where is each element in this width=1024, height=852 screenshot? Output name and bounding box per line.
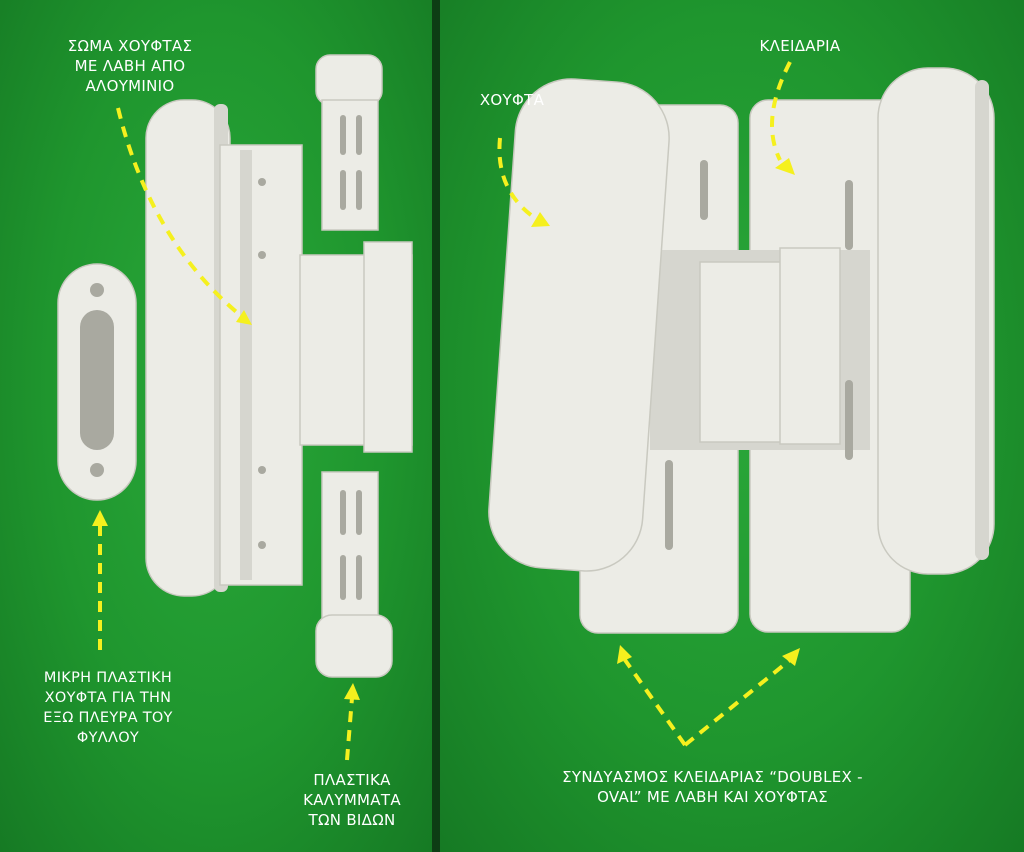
arrow-body — [116, 107, 242, 317]
label-line: ΧΟΥΦΤΑ ΓΙΑ ΤΗΝ — [44, 690, 172, 706]
small-plastic-grip — [57, 263, 137, 501]
label-lock: ΚΛΕΙΔΑΡΙΑ — [759, 37, 841, 55]
label-screw-covers: ΠΛΑΣΤΙΚΑ ΚΑΛΥΜΜΑΤΑ ΤΩΝ ΒΙΔΩΝ — [282, 770, 422, 830]
label-small-grip: ΜΙΚΡΗ ΠΛΑΣΤΙΚΗ ΧΟΥΦΤΑ ΓΙΑ ΤΗΝ ΕΞΩ ΠΛΕΥΡΑ… — [18, 668, 198, 748]
label-line: ΕΞΩ ΠΛΕΥΡΑ ΤΟΥ — [43, 710, 173, 726]
label-line: ΜΙΚΡΗ ΠΛΑΣΤΙΚΗ — [43, 670, 173, 686]
arrow-combo — [623, 658, 792, 747]
label-line: ΦΥΛΛΟΥ — [76, 730, 140, 746]
label-line: ΤΩΝ ΒΙΔΩΝ — [308, 811, 396, 829]
screw-covers — [315, 54, 393, 678]
label-grip-body: ΣΩΜΑ ΧΟΥΦΤΑΣ ΜΕ ΛΑΒΗ ΑΠΟ ΑΛΟΥΜΙΝΙΟ — [35, 36, 225, 96]
label-combo: ΣΥΝΔΥΑΣΜΟΣ ΚΛΕΙΔΑΡΙΑΣ “DOUBLEX - OVAL” Μ… — [540, 767, 885, 807]
label-line: ΑΛΟΥΜΙΝΙΟ — [85, 77, 175, 95]
annotation-arrows — [92, 61, 800, 761]
label-line: OVAL” ΜΕ ΛΑΒΗ ΚΑΙ ΧΟΥΦΤΑΣ — [597, 788, 828, 806]
arrow-grip — [497, 137, 537, 220]
label-grip: ΧΟΥΦΤΑ — [479, 91, 545, 109]
grip-body-aluminium-handle — [145, 99, 413, 597]
label-line: ΜΕ ΛΑΒΗ ΑΠΟ — [74, 57, 186, 75]
label-line: ΠΛΑΣΤΙΚΑ — [313, 771, 391, 789]
arrow-screw-covers — [345, 697, 354, 761]
label-line: ΣΥΝΔΥΑΣΜΟΣ ΚΛΕΙΔΑΡΙΑΣ “DOUBLEX - — [562, 768, 863, 786]
label-line: ΚΑΛΥΜΜΑΤΑ — [303, 791, 401, 809]
label-line: ΣΩΜΑ ΧΟΥΦΤΑΣ — [67, 37, 193, 55]
doublex-oval-assembly — [488, 67, 995, 634]
